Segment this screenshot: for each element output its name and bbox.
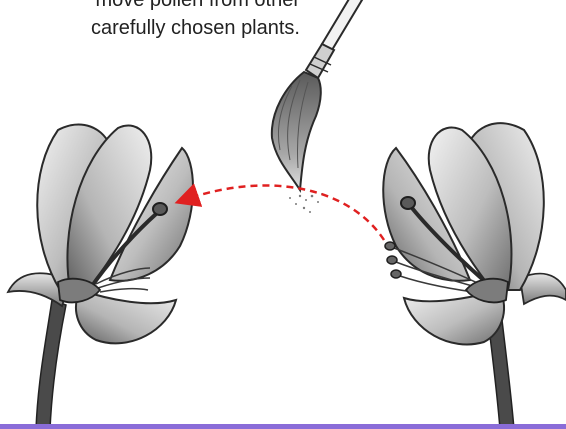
right-flower [383, 123, 566, 429]
left-stigma [153, 203, 167, 215]
bottom-accent-bar [0, 424, 566, 429]
right-stigma [401, 197, 415, 209]
brush-handle [322, 0, 362, 50]
right-anther-2 [387, 256, 397, 264]
right-anther-3 [391, 270, 401, 278]
pollen-dust [289, 193, 323, 213]
paintbrush-icon [272, 0, 362, 190]
left-stem [36, 300, 66, 429]
right-anther-1 [385, 242, 395, 250]
left-flower [8, 124, 193, 429]
dashed-arrow-icon [184, 185, 384, 240]
brush-ferrule [306, 44, 334, 78]
